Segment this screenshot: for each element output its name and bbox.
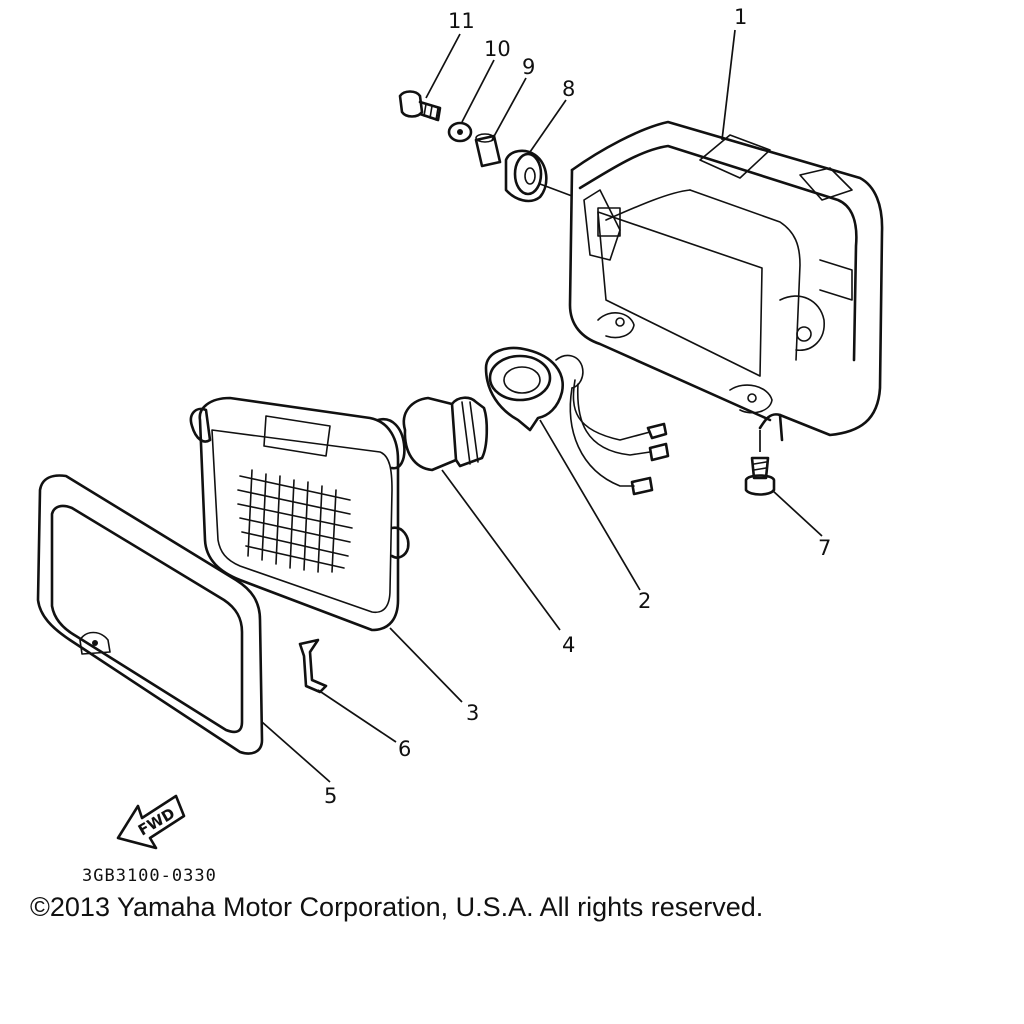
part-8-grommet xyxy=(504,149,573,203)
callout-4: 4 xyxy=(562,633,575,657)
callout-11: 11 xyxy=(448,9,475,33)
callout-10: 10 xyxy=(484,37,511,61)
callout-5: 5 xyxy=(324,784,337,808)
part-4-bulb xyxy=(402,396,561,631)
part-10-washer xyxy=(447,121,473,143)
callout-1: 1 xyxy=(734,5,747,29)
part-11-bolt xyxy=(398,90,442,122)
diagram-reference-code: 3GB3100-0330 xyxy=(82,866,217,886)
part-9-collar xyxy=(474,133,502,168)
callout-3: 3 xyxy=(466,701,479,725)
part-3-sealed-beam-unit xyxy=(189,396,463,703)
leader-8 xyxy=(529,99,567,153)
callout-2: 2 xyxy=(638,589,651,613)
leader-11 xyxy=(425,33,461,99)
part-6-clip xyxy=(298,638,397,743)
fwd-direction-arrow: FWD xyxy=(116,794,186,850)
callout-7: 7 xyxy=(818,536,831,560)
leader-9 xyxy=(491,77,527,141)
part-1-headlight-case xyxy=(568,120,884,442)
leader-10 xyxy=(461,59,495,123)
callout-9: 9 xyxy=(522,55,535,79)
callout-6: 6 xyxy=(398,737,411,761)
lens-pattern xyxy=(237,469,353,573)
part-2-socket-cord xyxy=(484,346,670,591)
copyright-notice: ©2013 Yamaha Motor Corporation, U.S.A. A… xyxy=(30,892,764,922)
leader-1 xyxy=(721,29,736,141)
callout-8: 8 xyxy=(562,77,575,101)
part-5-rim xyxy=(36,474,331,783)
part-7-screw xyxy=(744,430,823,537)
